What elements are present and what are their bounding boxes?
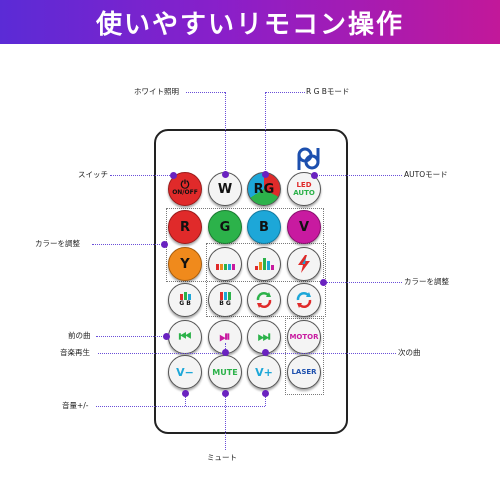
callout-dot [161,241,168,248]
callout-volume: 音量+/- [62,401,89,410]
laser-button[interactable]: LASER [287,355,321,389]
rgb-mode-button[interactable]: RG [247,172,281,206]
callout-line [225,92,226,174]
callout-line [110,175,172,176]
red-color-button[interactable]: R [168,210,202,244]
motor-button[interactable]: MOTOR [287,320,321,354]
callout-dot [170,172,177,179]
green-color-button[interactable]: G [208,210,242,244]
color-bars-effect-button[interactable] [208,247,242,281]
previous-track-button[interactable]: ⏮ [168,320,202,354]
rbg-jump-button[interactable]: B G [208,283,242,317]
callout-switch: スイッチ [78,170,108,179]
callout-line [92,244,164,245]
banner-title: 使いやすいリモコン操作 [95,10,404,40]
callout-dot [262,390,269,397]
callout-color-adjust-left: カラーを調整 [35,239,80,248]
rbg-jump-icon [219,292,231,300]
callout-line [96,406,265,407]
callout-dot [262,349,269,356]
rotate-effect-button[interactable] [287,283,321,317]
yellow-color-button[interactable]: Y [168,247,202,281]
callout-line [265,390,266,406]
callout-play-music: 音楽再生 [60,348,90,357]
lightning-icon [298,255,310,273]
callout-mute: ミュート [207,453,237,462]
blue-color-button[interactable]: B [247,210,281,244]
violet-color-button[interactable]: V [287,210,321,244]
callout-line [96,336,166,337]
callout-rgb-mode: R G Bモード [306,87,350,96]
callout-line [265,92,266,174]
previous-icon: ⏮ [178,329,192,345]
callout-dot [182,390,189,397]
next-icon: ⏭ [257,329,271,345]
callout-line [225,390,226,450]
callout-next-track: 次の曲 [398,348,421,357]
equalizer-effect-button[interactable] [247,247,281,281]
callout-dot [262,171,269,178]
callout-line [324,282,402,283]
callout-dot [320,279,327,286]
callout-white-light: ホワイト照明 [134,87,179,96]
brand-logo-icon [297,147,320,170]
callout-dot [222,171,229,178]
power-icon: ⏻ [180,178,190,191]
rotate-arrows-icon [296,292,312,308]
cycle-arrows-icon [256,292,272,308]
callout-previous-track: 前の曲 [68,331,91,340]
rgb-fade-icon [179,292,191,300]
volume-up-button[interactable]: V+ [247,355,281,389]
flash-effect-button[interactable] [287,247,321,281]
cycle-effect-button[interactable] [247,283,281,317]
callout-line [98,353,225,354]
callout-line [265,353,396,354]
play-pause-icon: ⏯ [219,329,231,345]
callout-line [225,343,226,353]
mute-button[interactable]: MUTE [208,355,242,389]
equalizer-icon [254,258,274,270]
volume-down-button[interactable]: V− [168,355,202,389]
callout-line [185,390,186,406]
special-group-box [285,318,324,395]
callout-auto-mode: AUTOモード [404,170,448,179]
callout-dot [222,390,229,397]
callout-line [265,92,305,93]
callout-dot [163,333,170,340]
callout-dot [311,172,318,179]
callout-color-adjust-right: カラーを調整 [404,277,449,286]
callout-line [314,175,402,176]
callout-line [186,92,225,93]
color-bars-icon [215,258,235,270]
rgb-fade-button[interactable]: G B [168,283,202,317]
callout-dot [222,349,229,356]
header-banner [0,0,500,44]
